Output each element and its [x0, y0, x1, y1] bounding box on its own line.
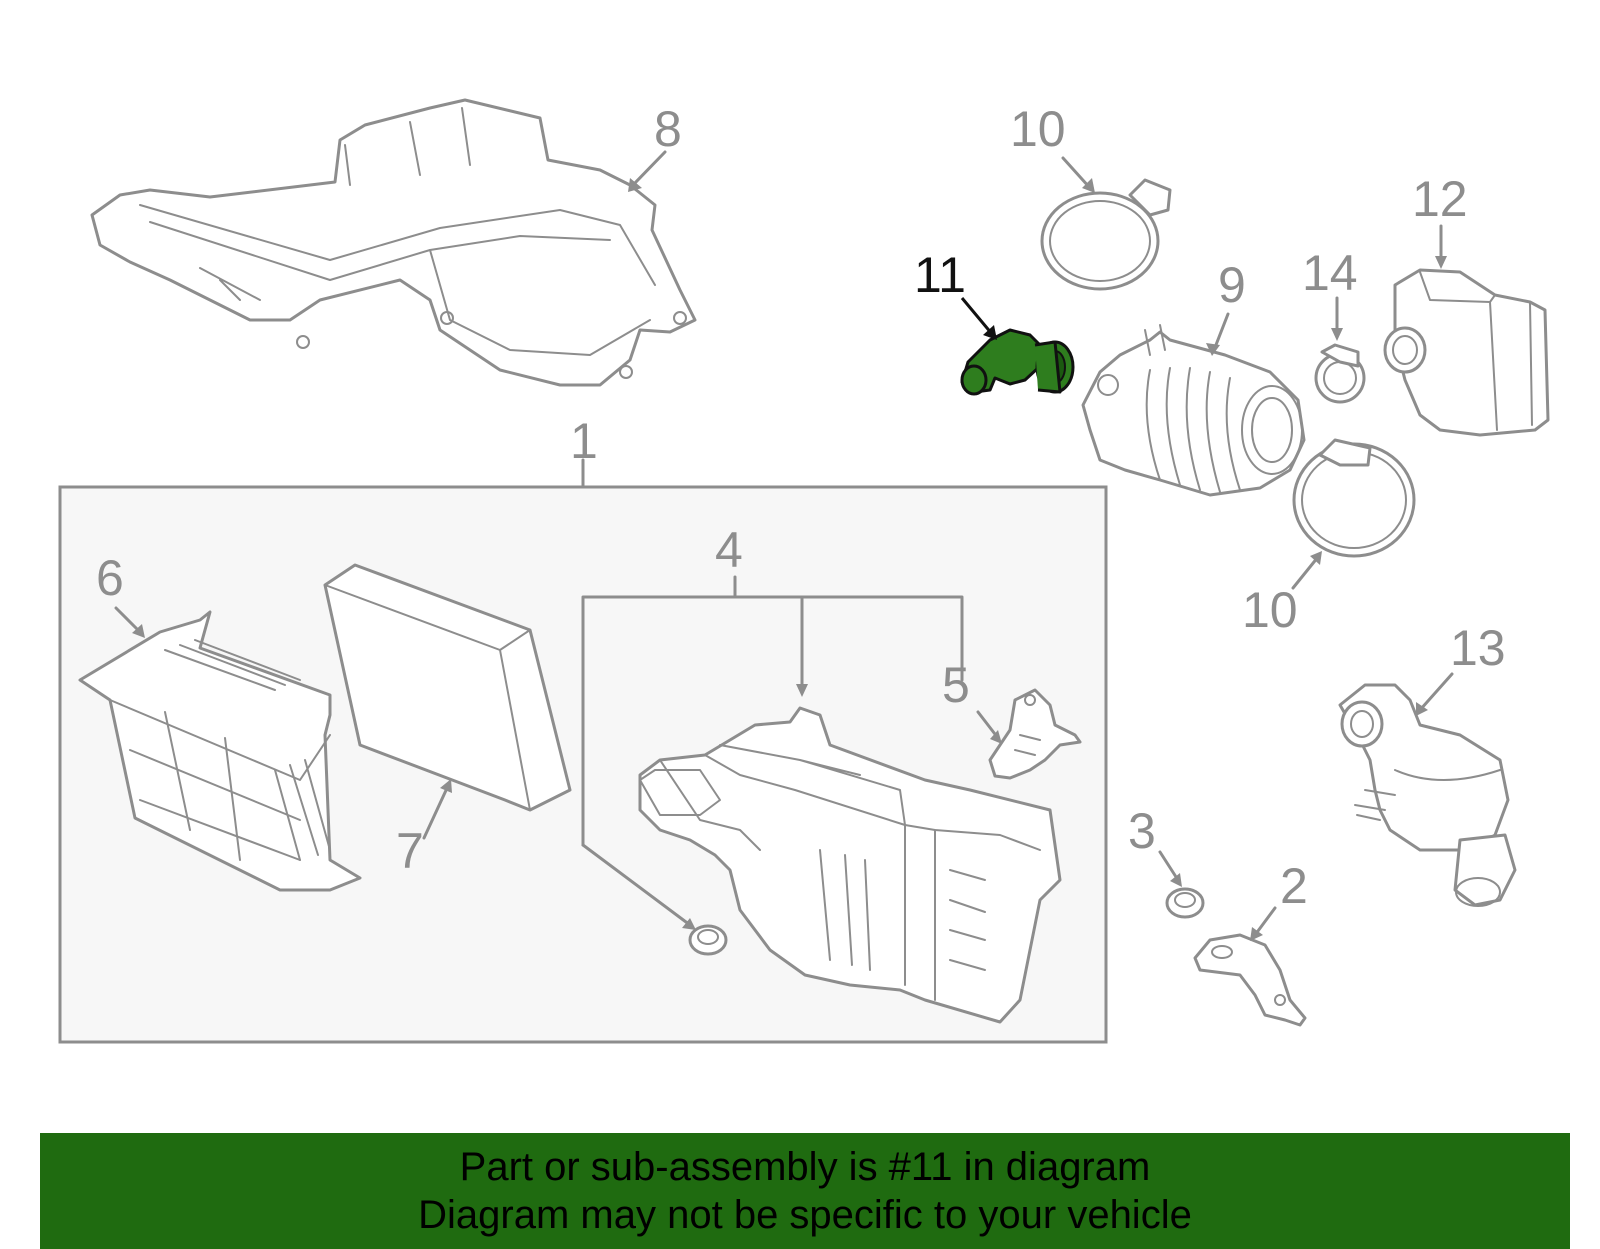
banner-line-2: Diagram may not be specific to your vehi… [418, 1193, 1192, 1237]
part-2-bracket[interactable] [1193, 933, 1307, 1027]
banner-line-1: Part or sub-assembly is #11 in diagram [459, 1145, 1151, 1189]
callout-8: 8 [654, 101, 682, 157]
callout-3: 3 [1128, 803, 1156, 859]
callout-6: 6 [96, 550, 124, 606]
callout-14: 14 [1302, 245, 1358, 301]
callout-9: 9 [1218, 257, 1246, 313]
part-7-air-filter[interactable] [323, 563, 572, 812]
part-8-intake-duct[interactable] [90, 98, 697, 387]
part-10-clamp-upper[interactable] [1040, 178, 1172, 291]
part-14-small-clamp[interactable] [1314, 343, 1366, 404]
part-10-clamp-lower[interactable] [1292, 438, 1416, 558]
callout-13: 13 [1450, 620, 1506, 676]
part-11-elbow-highlighted[interactable] [960, 328, 1075, 396]
callout-5: 5 [942, 657, 970, 713]
callout-11: 11 [914, 247, 966, 303]
part-9-intake-hose[interactable] [1081, 324, 1306, 497]
info-banner: Part or sub-assembly is #11 in diagram D… [40, 1133, 1570, 1249]
part-5-sensor[interactable] [988, 688, 1082, 780]
part-6-filter-case-cover[interactable] [78, 610, 362, 892]
part-3-grommet[interactable] [1165, 887, 1205, 919]
part-13-valve[interactable] [1338, 683, 1517, 907]
callout-4: 4 [715, 522, 743, 578]
callout-1: 1 [570, 413, 598, 469]
callout-2: 2 [1280, 858, 1308, 914]
part-4-filter-case[interactable] [638, 706, 1062, 1024]
part-12-resonator[interactable] [1383, 268, 1550, 437]
callout-7: 7 [396, 823, 424, 879]
callout-10-lower: 10 [1242, 582, 1298, 638]
callout-12: 12 [1412, 171, 1468, 227]
callout-10-upper: 10 [1010, 101, 1066, 157]
